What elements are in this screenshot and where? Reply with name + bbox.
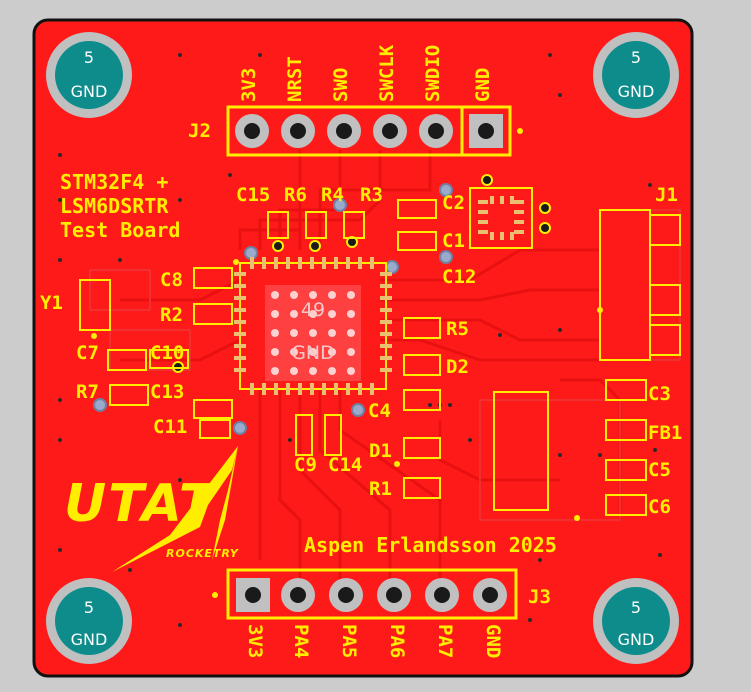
mcu-footprint (233, 257, 392, 395)
misc-markers (91, 307, 603, 521)
imu-footprint (469, 187, 533, 249)
designator-d1: D1 (369, 440, 392, 462)
title-line-3: Test Board (60, 218, 181, 242)
header-j2 (226, 105, 523, 157)
mount-hole-tr-number: 5 (630, 48, 642, 67)
header-j3-pin-4: PA6 (386, 624, 408, 659)
board-outline (32, 18, 694, 678)
utat-logo-graphic (112, 446, 238, 572)
designator-d2: D2 (446, 356, 469, 378)
header-j2-pin-3: SWO (330, 67, 352, 102)
header-j3-ref: J3 (528, 586, 551, 608)
designator-c9: C9 (294, 454, 317, 476)
header-j3-pin-6: GND (482, 624, 504, 659)
designator-r6: R6 (284, 184, 307, 206)
header-j2-ref: J2 (188, 120, 211, 142)
passive-outlines (79, 199, 681, 516)
header-j3-pin-2: PA4 (290, 624, 312, 659)
designator-c7: C7 (76, 342, 99, 364)
designator-c4: C4 (368, 400, 391, 422)
black-vias (172, 174, 551, 373)
designator-c2: C2 (442, 192, 465, 214)
designator-r3: R3 (360, 184, 383, 206)
designator-fb1: FB1 (648, 422, 683, 444)
header-j3-pin-5: PA7 (434, 624, 456, 659)
author-line: Aspen Erlandsson 2025 (304, 533, 557, 557)
mount-hole-tl-net: GND (70, 82, 108, 101)
designator-c15: C15 (236, 184, 271, 206)
designator-c12: C12 (442, 266, 477, 288)
designator-y1: Y1 (40, 292, 63, 314)
logo-sub-text: ROCKETRY (166, 547, 239, 560)
mcu-pad-net: GND (291, 342, 335, 364)
title-line-2: LSM6DSRTR (60, 194, 169, 218)
header-j2-pin-1: 3V3 (238, 67, 260, 102)
title-line-1: STM32F4 + (60, 170, 169, 194)
designator-c5: C5 (648, 459, 671, 481)
designator-r1: R1 (369, 478, 392, 500)
designator-r2: R2 (160, 304, 183, 326)
via-field (58, 53, 662, 627)
designator-c10: C10 (150, 342, 185, 364)
mount-hole-bl-net: GND (70, 630, 108, 649)
designator-c13: C13 (150, 381, 185, 403)
designator-r5: R5 (446, 318, 469, 340)
header-j2-pin-5: SWDIO (422, 44, 444, 102)
header-j3-pin-1: 3V3 (244, 624, 266, 659)
header-j2-pin-6: GND (472, 67, 494, 102)
designator-r7: R7 (76, 381, 99, 403)
header-j3-pin-3: PA5 (338, 624, 360, 659)
mount-hole-br-net: GND (617, 630, 655, 649)
mount-holes (46, 32, 679, 664)
designator-c14: C14 (328, 454, 363, 476)
header-j2-pin-4: SWCLK (376, 44, 398, 102)
mount-hole-br-number: 5 (630, 598, 642, 617)
mount-hole-tl-number: 5 (83, 48, 95, 67)
mount-hole-tr-net: GND (617, 82, 655, 101)
logo-main-text: UTAT (64, 474, 217, 534)
designator-c1: C1 (442, 230, 465, 252)
designator-r4: R4 (321, 184, 344, 206)
designator-j1: J1 (655, 184, 678, 206)
header-j3 (212, 568, 518, 620)
designator-c11: C11 (153, 416, 188, 438)
designator-c8: C8 (160, 269, 183, 291)
designator-c6: C6 (648, 496, 671, 518)
copper-traces (120, 150, 622, 590)
mcu-pad-number: 49 (300, 299, 326, 321)
designator-c3: C3 (648, 383, 671, 405)
header-j2-pin-2: NRST (284, 56, 306, 102)
mount-hole-bl-number: 5 (83, 598, 95, 617)
